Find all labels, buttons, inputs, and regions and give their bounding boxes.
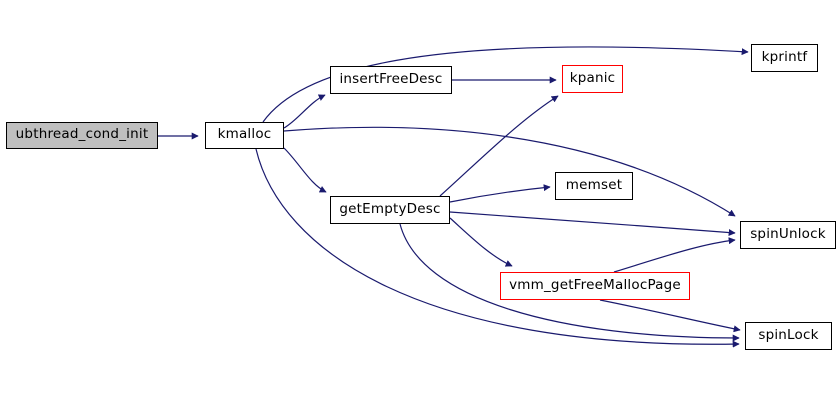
node-kpanic[interactable]: kpanic <box>562 65 623 93</box>
node-memset[interactable]: memset <box>555 172 633 200</box>
node-label-vmm_getFreeMallocPage: vmm_getFreeMallocPage <box>509 276 681 293</box>
node-label-kpanic: kpanic <box>569 69 616 86</box>
node-kprintf[interactable]: kprintf <box>751 44 818 72</box>
node-vmm_getFreeMallocPage[interactable]: vmm_getFreeMallocPage <box>500 272 690 300</box>
edge-getEmptyDesc-to-spinUnlock <box>449 211 736 237</box>
node-spinLock[interactable]: spinLock <box>745 322 832 350</box>
edge-getEmptyDesc-to-spinLock <box>399 223 740 342</box>
node-label-spinLock: spinLock <box>758 326 819 343</box>
node-kmalloc[interactable]: kmalloc <box>205 122 284 149</box>
node-ubthread_cond_init[interactable]: ubthread_cond_init <box>6 122 158 149</box>
edge-kmalloc-to-spinUnlock <box>283 126 736 217</box>
node-label-ubthread_cond_init: ubthread_cond_init <box>15 126 149 143</box>
node-label-kprintf: kprintf <box>761 48 808 65</box>
edge-getEmptyDesc-to-memset <box>449 184 551 203</box>
edge-kmalloc-to-insertFreeDesc <box>283 94 326 129</box>
edge-getEmptyDesc-to-kpanic <box>439 95 559 197</box>
edge-kmalloc-to-getEmptyDesc <box>283 147 327 193</box>
node-label-kmalloc: kmalloc <box>217 126 272 143</box>
node-label-memset: memset <box>565 176 623 193</box>
node-label-spinUnlock: spinUnlock <box>750 225 826 242</box>
edge-getEmptyDesc-to-vmm_getFreeMallocPage <box>449 217 513 267</box>
node-getEmptyDesc[interactable]: getEmptyDesc <box>330 196 450 224</box>
node-spinUnlock[interactable]: spinUnlock <box>740 221 836 249</box>
edge-vmm_getFreeMallocPage-to-spinLock <box>599 299 741 333</box>
edge-kmalloc-to-spinLock <box>255 148 740 348</box>
edge-vmm_getFreeMallocPage-to-spinUnlock <box>613 237 736 273</box>
node-insertFreeDesc[interactable]: insertFreeDesc <box>330 66 452 94</box>
node-label-insertFreeDesc: insertFreeDesc <box>339 70 443 87</box>
edge-kmalloc-to-kprintf <box>262 46 749 123</box>
node-label-getEmptyDesc: getEmptyDesc <box>339 200 441 217</box>
